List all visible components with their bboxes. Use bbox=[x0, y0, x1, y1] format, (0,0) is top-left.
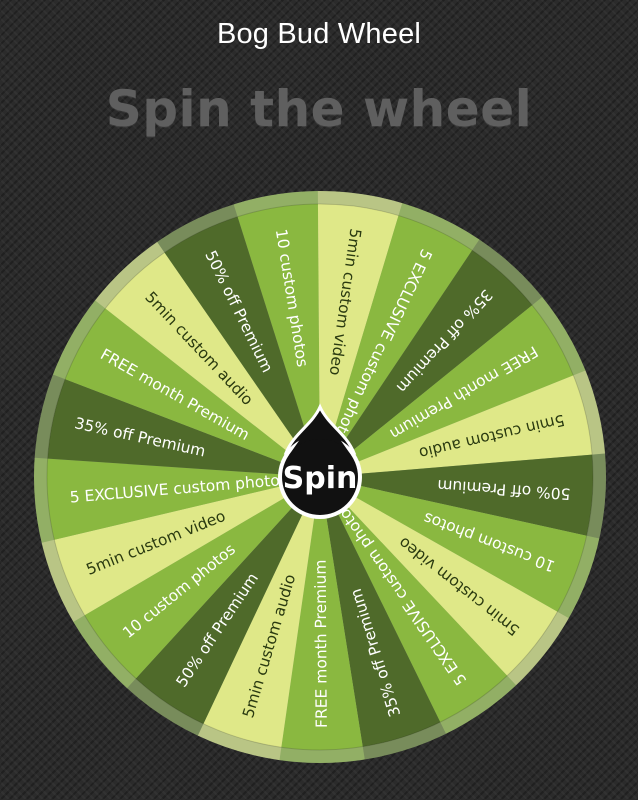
wheel-rim-segment bbox=[33, 457, 55, 543]
wheel-rim-segment bbox=[362, 722, 447, 760]
wheel-rim-segment bbox=[532, 297, 586, 376]
wheel-segment bbox=[320, 477, 441, 747]
wheel-rim-segment bbox=[73, 615, 136, 689]
wheel-segment bbox=[320, 477, 508, 723]
wheel-segment-label: FREE month Premium bbox=[312, 560, 331, 729]
wheel-rim-segment bbox=[557, 535, 600, 619]
wheel-rim-segment bbox=[507, 611, 569, 686]
wheel-rim-segment bbox=[573, 370, 606, 455]
wheel-rim-segment bbox=[398, 203, 480, 251]
wheel-segment bbox=[65, 308, 321, 477]
wheel-rim-segment bbox=[157, 204, 238, 253]
wheel-segment bbox=[320, 375, 593, 477]
wheel-rim-segment bbox=[586, 453, 607, 539]
app-title: Bog Bud Wheel bbox=[216, 18, 422, 50]
wheel-segment bbox=[203, 477, 320, 748]
wheel-segment bbox=[281, 477, 363, 750]
spin-button-label: Spin bbox=[283, 461, 358, 496]
wheel-rim-segment bbox=[440, 675, 517, 734]
wheel-segment bbox=[320, 250, 533, 477]
wheel-segment bbox=[237, 204, 320, 478]
wheel-segment bbox=[320, 477, 587, 612]
wheel-segment bbox=[105, 252, 320, 477]
wheel-segment bbox=[320, 454, 593, 536]
spin-button[interactable]: Spin bbox=[278, 403, 362, 519]
wheel-rim-segment bbox=[233, 191, 318, 217]
wheel-segment bbox=[320, 305, 574, 477]
page-heading: Spin the wheel bbox=[105, 80, 533, 138]
wheel-segment bbox=[47, 379, 320, 477]
wheel-segment bbox=[84, 477, 320, 679]
wheel-rim-segment bbox=[95, 241, 165, 309]
wheel-rim-segment bbox=[127, 678, 204, 736]
wheel-segment bbox=[320, 215, 473, 477]
wheel-rim-segment bbox=[34, 374, 66, 459]
wheel-rim-segment bbox=[197, 723, 282, 761]
wheel-segment bbox=[135, 477, 320, 724]
wheel-segment bbox=[54, 477, 320, 616]
wheel-rim-segment bbox=[317, 191, 403, 216]
wheel-segment bbox=[320, 477, 558, 676]
wheel-segment bbox=[164, 216, 320, 477]
spin-button-core bbox=[282, 439, 358, 515]
wheel-segment bbox=[46, 458, 320, 540]
wheel-rim-segment bbox=[472, 239, 543, 306]
wheel-rim-segment bbox=[279, 746, 365, 763]
wheel-rim-segment bbox=[41, 539, 85, 622]
wheel-inner-edge bbox=[46, 203, 594, 751]
wheel-rim-segment bbox=[52, 300, 106, 380]
wheel-segment bbox=[317, 204, 399, 477]
